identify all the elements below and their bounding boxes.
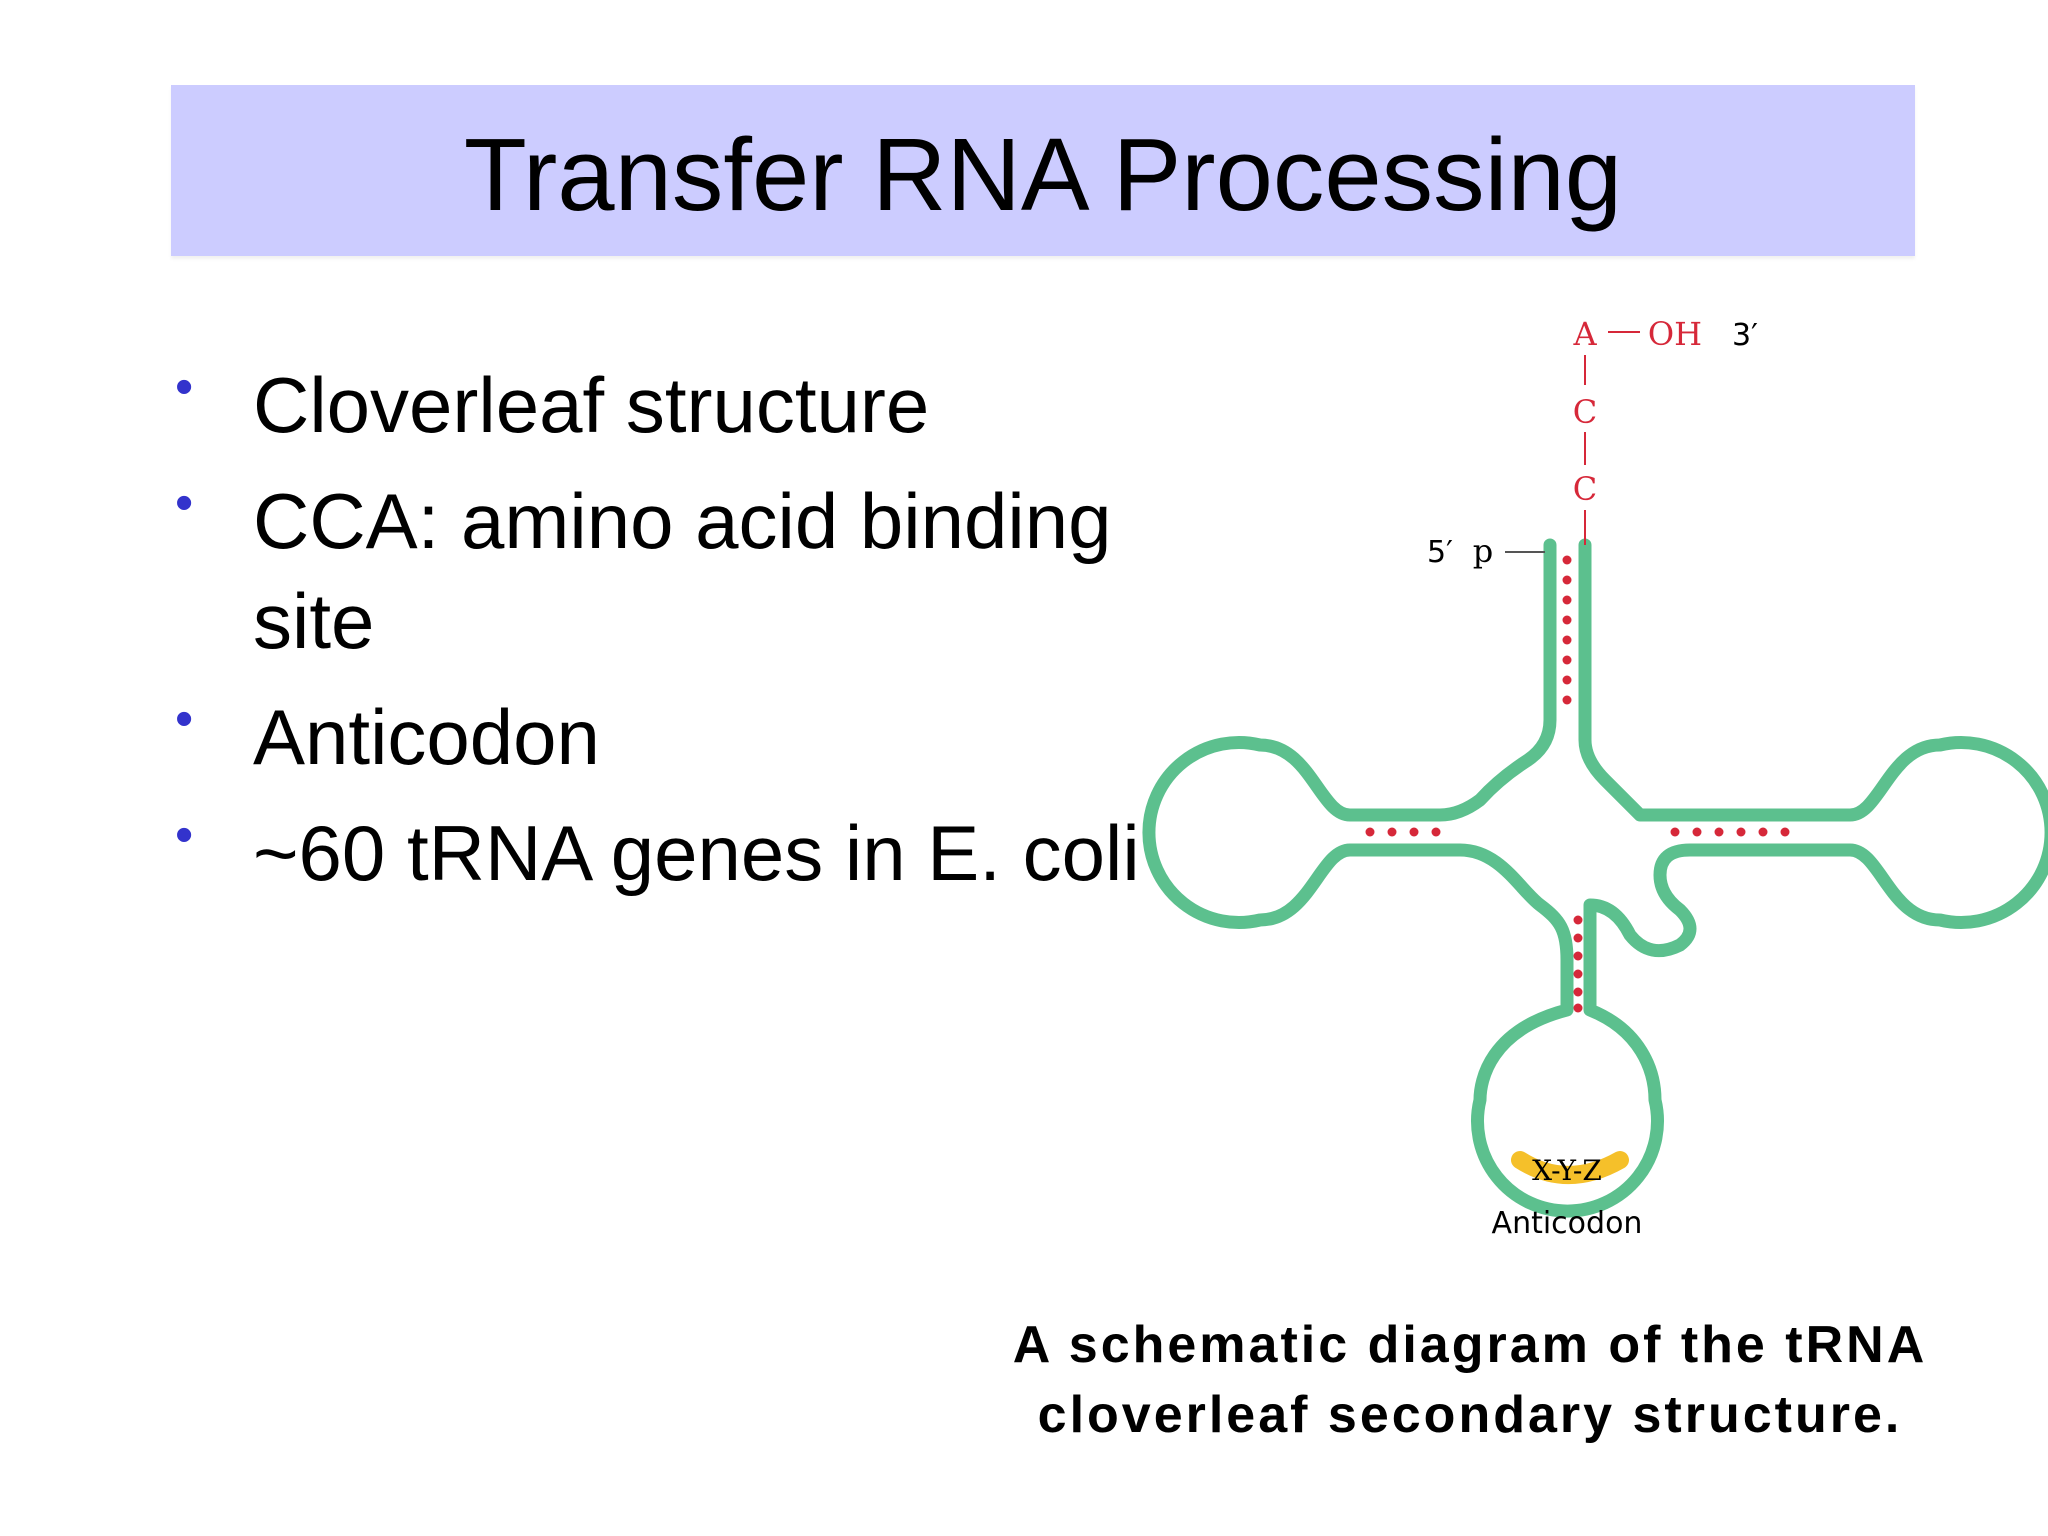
cca-label-oh: OH bbox=[1648, 315, 1702, 353]
bullet-item: • Anticodon bbox=[175, 687, 1155, 787]
cca-label-3prime: 3′ bbox=[1732, 318, 1758, 353]
anticodon-label: Anticodon bbox=[1492, 1206, 1643, 1241]
phosphate-label: p bbox=[1473, 532, 1493, 570]
bullet-list: • Cloverleaf structure • CCA: amino acid… bbox=[175, 355, 1155, 919]
cca-tail: A OH 3′ C C 5′ p bbox=[1427, 315, 1758, 570]
bullet-icon: • bbox=[175, 474, 194, 532]
bullet-icon: • bbox=[175, 690, 194, 748]
anticodon-highlight bbox=[1511, 1151, 1629, 1184]
cca-label-a: A bbox=[1572, 315, 1597, 353]
figure-caption: A schematic diagram of the tRNA cloverle… bbox=[960, 1310, 1980, 1450]
bullet-text: Cloverleaf structure bbox=[253, 361, 930, 449]
anticodon-bases: X-Y-Z bbox=[1532, 1154, 1602, 1187]
bullet-text: ~60 tRNA genes in E. coli bbox=[253, 809, 1140, 897]
bullet-icon: • bbox=[175, 358, 194, 416]
trna-backbone bbox=[1142, 538, 2048, 1218]
caption-line-2: cloverleaf secondary structure. bbox=[1037, 1386, 1903, 1444]
acceptor-stem-right-strand bbox=[1578, 538, 2048, 967]
acceptor-stem-left-strand bbox=[1142, 538, 1664, 1218]
bullet-text: CCA: amino acid binding site bbox=[253, 477, 1112, 665]
bullet-text: Anticodon bbox=[253, 693, 600, 781]
title-bar: Transfer RNA Processing bbox=[171, 85, 1915, 256]
cca-label-c1: C bbox=[1573, 393, 1597, 431]
bullet-item: • Cloverleaf structure bbox=[175, 355, 1155, 455]
base-pair-dots bbox=[1365, 555, 1790, 1013]
cca-label-c2: C bbox=[1573, 470, 1597, 508]
bullet-item: • CCA: amino acid binding site bbox=[175, 471, 1155, 671]
slide-title: Transfer RNA Processing bbox=[463, 117, 1623, 232]
caption-line-1: A schematic diagram of the tRNA bbox=[1012, 1316, 1928, 1374]
bullet-icon: • bbox=[175, 806, 194, 864]
bullet-item: • ~60 tRNA genes in E. coli bbox=[175, 803, 1155, 903]
five-prime-label: 5′ bbox=[1427, 535, 1453, 570]
